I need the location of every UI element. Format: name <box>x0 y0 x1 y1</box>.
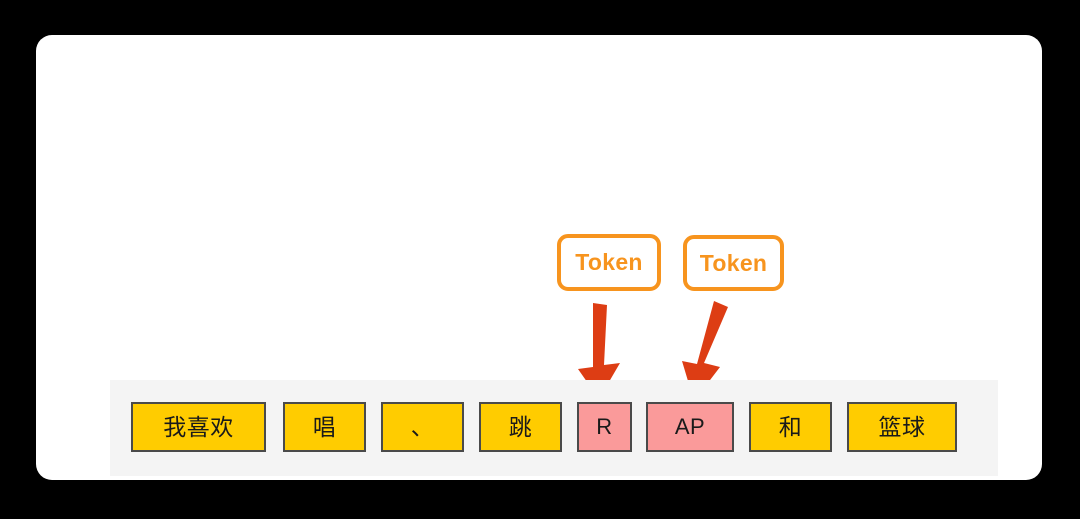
token-box-7: 和 <box>749 402 832 452</box>
token-callout-2-label: Token <box>699 249 768 276</box>
token-box-3: 、 <box>381 402 464 452</box>
arrow-to-ap-icon <box>682 301 728 401</box>
token-box-6: AP <box>646 402 734 452</box>
arrow-to-r-icon <box>578 303 620 399</box>
token-box-2: 唱 <box>283 402 366 452</box>
token-callout-2: Token <box>683 235 784 291</box>
token-callout-1-label: Token <box>575 249 643 275</box>
token-box-8: 篮球 <box>847 402 957 452</box>
token-box-1: 我喜欢 <box>131 402 266 452</box>
token-box-5: R <box>577 402 632 452</box>
token-callout-1: Token <box>557 234 661 291</box>
token-box-4: 跳 <box>479 402 562 452</box>
